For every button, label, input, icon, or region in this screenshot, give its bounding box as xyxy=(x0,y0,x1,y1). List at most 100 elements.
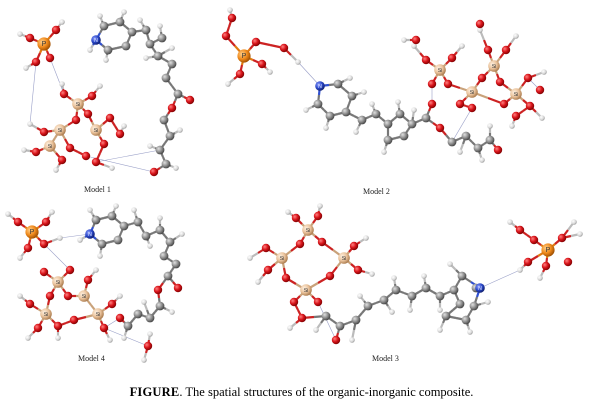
panel-label-model-3: Model 3 xyxy=(372,354,399,363)
atom-o xyxy=(59,89,69,99)
atom-o xyxy=(235,69,245,79)
atom-o xyxy=(447,53,457,63)
atom-h xyxy=(323,125,329,131)
atom-o xyxy=(541,261,551,271)
atom-o xyxy=(23,243,33,253)
atom-o xyxy=(495,77,505,87)
atom-o xyxy=(475,19,485,29)
atom-n xyxy=(91,35,101,45)
atom-h xyxy=(363,235,369,241)
atom-o xyxy=(83,109,93,119)
atom-si xyxy=(488,60,500,72)
atom-symbol: Si xyxy=(44,312,49,318)
atom-h xyxy=(49,209,55,215)
atom-c xyxy=(153,51,163,61)
hydrogen-bond xyxy=(317,301,337,341)
atom-symbol: N xyxy=(478,286,482,292)
atom-c xyxy=(133,217,143,227)
atom-o xyxy=(483,45,493,55)
atom-symbol: Si xyxy=(58,128,63,134)
atom-o xyxy=(511,111,521,121)
atom-h xyxy=(23,65,29,71)
atom-h xyxy=(479,157,485,163)
atom-o xyxy=(185,95,195,105)
atom-o xyxy=(435,123,445,133)
atom-c xyxy=(383,119,393,129)
atom-si xyxy=(338,252,350,264)
atom-h xyxy=(247,255,253,261)
atom-symbol: N xyxy=(88,232,92,238)
atom-h xyxy=(437,307,443,313)
atom-c xyxy=(127,27,137,37)
atom-h xyxy=(571,219,577,225)
atom-o xyxy=(33,323,43,333)
atom-h xyxy=(87,207,93,213)
atom-c xyxy=(171,259,181,269)
atom-o xyxy=(71,115,81,125)
atom-o xyxy=(173,283,183,293)
atom-o xyxy=(529,235,539,245)
atom-o xyxy=(13,217,23,227)
atom-h xyxy=(97,13,103,19)
atom-symbol: Si xyxy=(438,68,443,74)
figure-caption: FIGURE. The spatial structures of the or… xyxy=(0,385,603,400)
atom-h xyxy=(389,309,395,315)
atom-si xyxy=(300,284,312,296)
atom-symbol: Si xyxy=(48,144,53,150)
hydrogen-bond xyxy=(451,107,473,143)
atom-symbol: Si xyxy=(76,102,81,108)
hydrogen-bond xyxy=(95,149,161,163)
atom-o xyxy=(227,13,237,23)
atom-o xyxy=(91,157,101,167)
atom-o xyxy=(39,239,49,249)
atom-h xyxy=(411,43,417,49)
atom-symbol: Si xyxy=(470,90,475,96)
atom-o xyxy=(297,313,307,323)
atom-h xyxy=(255,279,261,285)
atom-c xyxy=(173,89,183,99)
atom-h xyxy=(457,149,463,155)
atom-symbol: Si xyxy=(304,288,309,294)
atom-symbol: Si xyxy=(280,256,285,262)
atom-c xyxy=(161,73,171,83)
atom-o xyxy=(523,257,533,267)
atom-c xyxy=(335,321,345,331)
atom-h xyxy=(407,307,413,313)
atom-c xyxy=(107,211,117,221)
atom-h xyxy=(157,23,163,29)
atom-c xyxy=(321,311,331,321)
atom-c xyxy=(421,283,431,293)
atom-o xyxy=(69,315,79,325)
atom-si xyxy=(54,124,66,136)
atom-o xyxy=(57,155,67,165)
atom-o xyxy=(149,167,159,177)
atom-h xyxy=(5,211,11,217)
atom-h xyxy=(17,255,23,261)
atom-h xyxy=(507,219,513,225)
atom-symbol: P xyxy=(242,53,247,60)
atom-si xyxy=(466,86,478,98)
atom-h xyxy=(143,55,149,61)
atom-h xyxy=(77,237,83,243)
atom-c xyxy=(395,109,405,119)
atom-c xyxy=(383,135,393,145)
atom-o xyxy=(31,147,41,157)
atom-c xyxy=(407,291,417,301)
hydrogen-bond xyxy=(59,233,91,239)
atom-c xyxy=(141,25,151,35)
atom-h xyxy=(541,69,547,75)
atom-o xyxy=(99,323,109,333)
atom-o xyxy=(523,73,533,83)
atom-c xyxy=(341,107,351,117)
atom-o xyxy=(63,291,73,301)
atom-c xyxy=(113,235,123,245)
panel-label-model-1: Model 1 xyxy=(84,185,111,194)
atom-o xyxy=(295,239,305,249)
hydrogen-bond xyxy=(479,269,521,289)
atom-o xyxy=(115,313,125,323)
